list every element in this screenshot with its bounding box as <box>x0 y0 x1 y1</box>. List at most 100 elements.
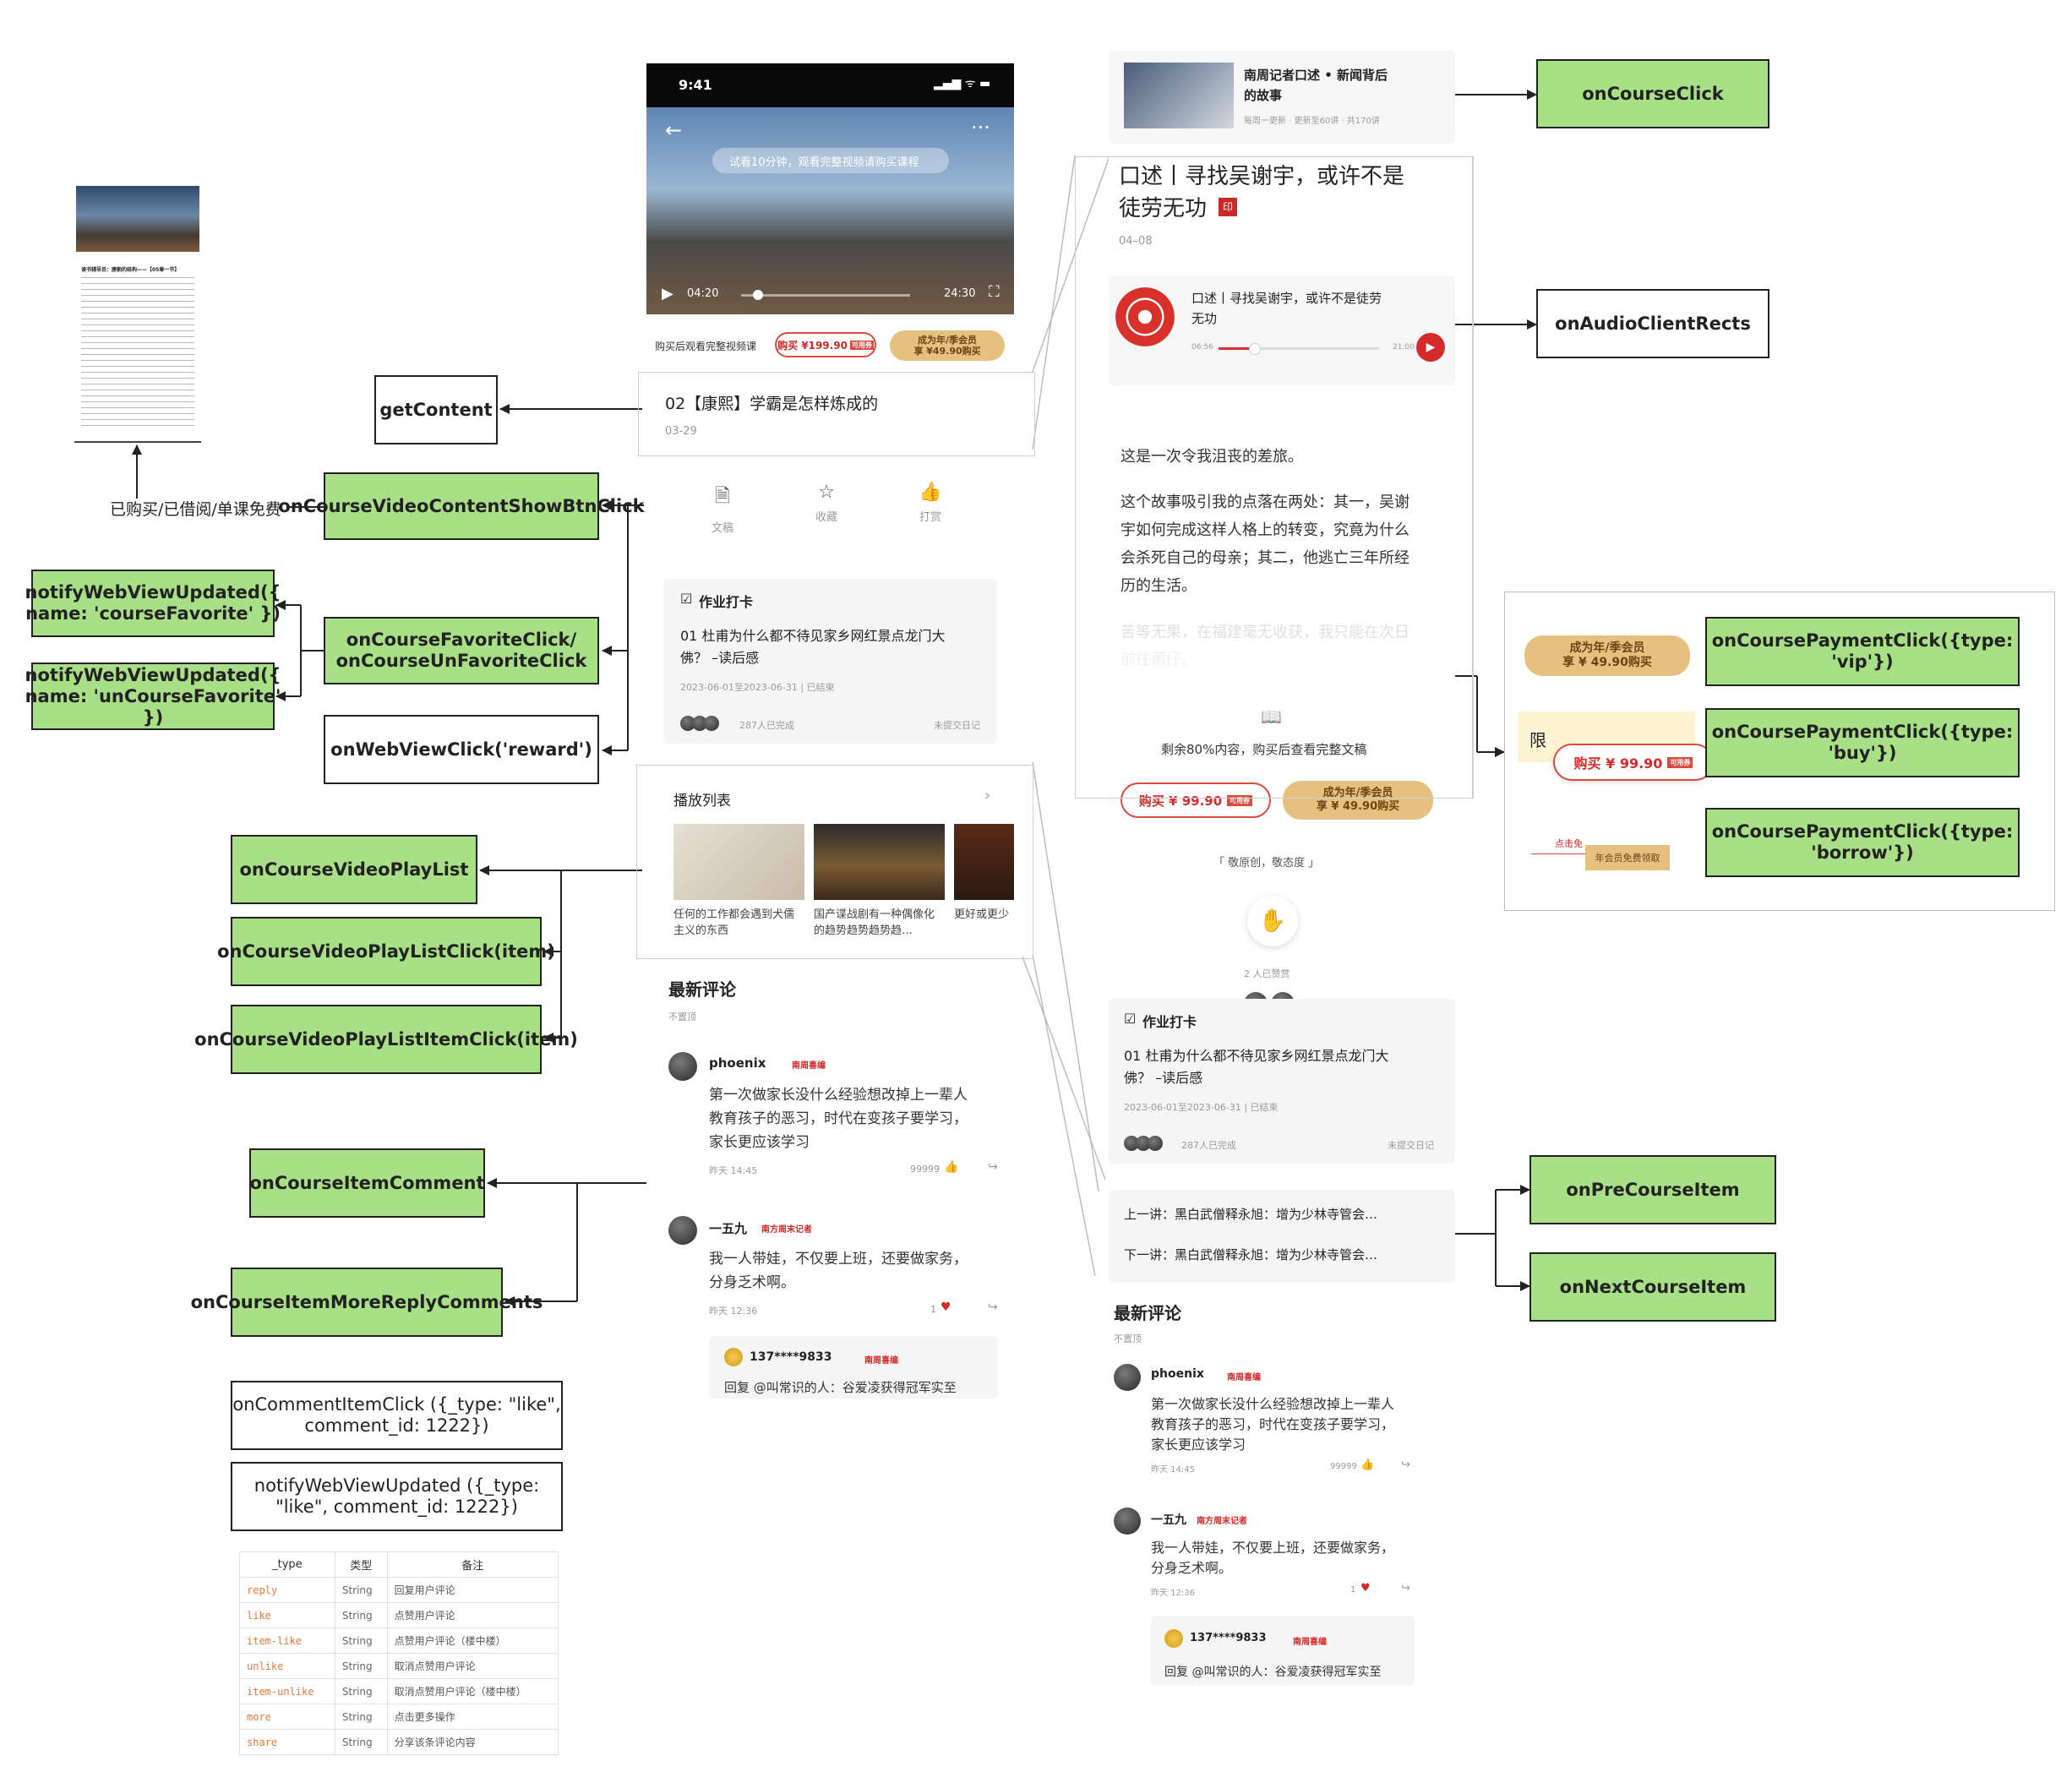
kind-cell: String <box>334 1678 388 1704</box>
reward-button[interactable]: ✋ <box>1247 896 1298 946</box>
signal-icon: ▂▄▆ ᯤ ▬ <box>934 77 991 90</box>
box-playlist-click: onCourseVideoPlayListClick(item) <box>217 917 555 986</box>
reply-user[interactable]: 137****9833 <box>1190 1632 1267 1644</box>
comment-badge: 南方周末记者 <box>1197 1517 1247 1526</box>
avatar[interactable] <box>668 1216 697 1245</box>
play-icon[interactable]: ▶ <box>662 285 673 303</box>
comments-title: 最新评论 <box>668 979 736 1000</box>
avatar <box>1164 1629 1183 1648</box>
course-cover <box>1124 63 1234 128</box>
table-header-row: _type 类型 备注 <box>239 1551 559 1578</box>
coupon-badge: 可用券 <box>1227 794 1253 806</box>
comment-likes[interactable]: 1 <box>1350 1585 1356 1595</box>
audio-title-line1: 口述丨寻找吴谢宇，或许不是徒劳 <box>1191 291 1382 306</box>
share-icon[interactable]: ↪ <box>988 1160 998 1174</box>
share-icon[interactable]: ↪ <box>1401 1582 1410 1595</box>
avatar[interactable] <box>1114 1508 1141 1535</box>
motto: 「 敬原创，敬态度 」 <box>1213 857 1320 870</box>
comment-user[interactable]: phoenix <box>709 1055 766 1071</box>
homework-card[interactable] <box>663 579 997 744</box>
reply-text: 回复 @叫常识的人：谷爱凌获得冠军实至 <box>1164 1666 1382 1679</box>
action-reward[interactable]: 👍 打赏 <box>905 482 956 524</box>
borrow-label: 年会员免费领取 <box>1595 853 1660 864</box>
article-member-button[interactable]: 成为年/季会员享 ¥ 49.90购买 <box>1283 781 1433 820</box>
audio-progress-track[interactable] <box>1219 347 1379 350</box>
reply-card[interactable] <box>1151 1616 1415 1686</box>
buy-hint: 购买后观看完整视频课 <box>655 341 757 352</box>
like-icon[interactable]: ♥ <box>1360 1582 1371 1595</box>
comment-user[interactable]: 一五九 <box>1151 1513 1186 1527</box>
homework-count: 287人已完成 <box>739 720 794 731</box>
box-pay-buy: onCoursePaymentClick({type: 'buy'}) <box>1705 708 2020 777</box>
type-cell: more <box>239 1704 335 1730</box>
playlist-thumb-1[interactable] <box>673 824 804 900</box>
share-icon[interactable]: ↪ <box>988 1300 998 1314</box>
type-cell: item-like <box>239 1628 335 1654</box>
comment-text-line: 教育孩子的恶习，时代在变孩子要学习， <box>709 1110 968 1127</box>
audio-progress-knob[interactable] <box>1249 343 1261 355</box>
like-icon[interactable]: 👍 <box>944 1160 959 1174</box>
next-lesson[interactable]: 下一讲：黑白武僧释永旭：增为少林寺管会… <box>1124 1247 1378 1262</box>
back-arrow-icon[interactable]: ← <box>665 118 683 142</box>
liked-count: 2 人已赞赏 <box>1244 968 1290 979</box>
avatar[interactable] <box>668 1052 697 1081</box>
status-time: 9:41 <box>679 77 712 93</box>
homework-q1: 01 杜甫为什么都不待见家乡网红景点龙门大 <box>680 628 946 644</box>
chevron-right-icon[interactable]: › <box>984 787 991 804</box>
comment-user[interactable]: phoenix <box>1151 1367 1204 1381</box>
panel-member-button[interactable]: 成为年/季会员享 ¥ 49.90购买 <box>1524 635 1690 676</box>
comment-user[interactable]: 一五九 <box>709 1221 748 1236</box>
video-progress-knob[interactable] <box>753 290 763 300</box>
video-progress-track[interactable] <box>741 294 910 297</box>
video-player[interactable] <box>646 107 1014 314</box>
reply-user[interactable]: 137****9833 <box>750 1350 832 1364</box>
comment-likes[interactable]: 1 <box>930 1304 936 1315</box>
reply-card[interactable] <box>709 1336 998 1399</box>
type-cell: like <box>239 1602 335 1628</box>
homework-card[interactable] <box>1109 999 1455 1164</box>
table-header: 备注 <box>386 1551 559 1578</box>
more-icon[interactable]: ··· <box>971 116 990 139</box>
fullscreen-icon[interactable]: ⛶ <box>989 283 1000 301</box>
comment-time: 昨天 14:45 <box>709 1165 758 1176</box>
comment-text-line: 家长更应该学习 <box>1151 1437 1246 1453</box>
reply-badge: 南周喜编 <box>864 1356 898 1366</box>
phone-screen: 9:41 ▂▄▆ ᯤ ▬ ← ··· 试看10分钟，观看完整视频请购买课程 ▶ … <box>646 63 1014 1399</box>
kind-cell: String <box>334 1577 388 1603</box>
note-cell: 点击更多操作 <box>386 1704 559 1730</box>
action-favorite[interactable]: ☆ 收藏 <box>801 482 852 524</box>
panel-borrow-button[interactable]: 年会员免费领取 <box>1585 845 1670 870</box>
playlist-item-3-label: 更好或更少 <box>954 908 1010 921</box>
share-icon[interactable]: ↪ <box>1401 1459 1410 1471</box>
thumbnail-text-lines <box>81 277 194 429</box>
comment-likes[interactable]: 99999 <box>1330 1462 1357 1471</box>
playlist-thumb-3[interactable] <box>954 824 1014 900</box>
prev-lesson[interactable]: 上一讲：黑白武僧释永旭：增为少林寺管会… <box>1124 1207 1378 1222</box>
avatar[interactable] <box>1114 1364 1141 1391</box>
comment-likes[interactable]: 99999 <box>910 1164 940 1175</box>
action-document[interactable]: 🗎 文稿 <box>697 482 748 535</box>
kind-cell: String <box>334 1704 388 1730</box>
action-reward-label: 打赏 <box>919 511 941 524</box>
audio-play-button[interactable]: ▶ <box>1416 333 1445 362</box>
playlist-thumb-2[interactable] <box>814 824 945 900</box>
playlist-title: 播放列表 <box>673 793 731 810</box>
like-icon[interactable]: ♥ <box>941 1300 951 1314</box>
member-button[interactable]: 成为年/季会员享 ¥49.90购买 <box>890 330 1005 361</box>
comments-title: 最新评论 <box>1114 1303 1181 1323</box>
member-line2: 享 ¥ 49.90购买 <box>1316 800 1400 813</box>
note-cell: 取消点赞用户评论（楼中楼） <box>386 1678 559 1704</box>
status-bar <box>646 63 1014 107</box>
document-icon: 🗎 <box>715 486 730 507</box>
box-course-click: onCourseClick <box>1536 59 1769 128</box>
like-icon[interactable]: 👍 <box>1360 1459 1375 1471</box>
comment-text-line: 第一次做家长没什么经验想改掉上一辈人 <box>1151 1396 1395 1412</box>
homework-title: 作业打卡 <box>1142 1014 1197 1030</box>
action-favorite-label: 收藏 <box>815 511 837 524</box>
para1: 这是一次令我沮丧的差旅。 <box>1121 448 1303 466</box>
